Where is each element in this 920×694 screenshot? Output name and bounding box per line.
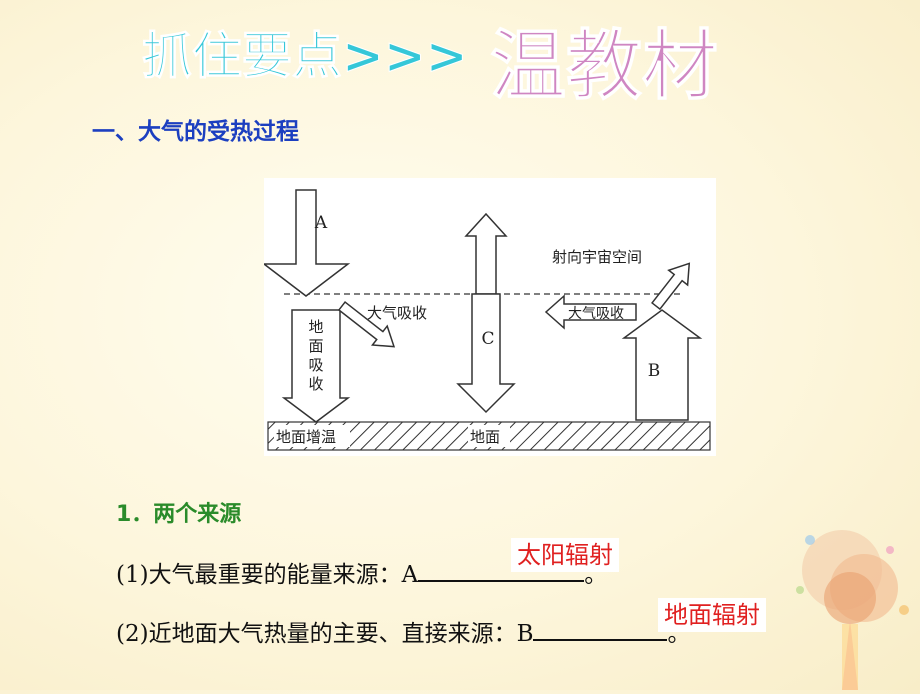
diagram-svg: A 地 面 吸 收 大气吸收 C B 大气吸收 射向宇宙空间 地面增温 地面 bbox=[261, 189, 711, 451]
arrow-C-down bbox=[456, 293, 516, 414]
arrow-atm-absorb-1 bbox=[337, 301, 396, 348]
question-2-blank bbox=[533, 615, 668, 641]
ground-absorb-char-1: 地 bbox=[308, 318, 323, 336]
section-heading: 一、大气的受热过程 bbox=[92, 119, 299, 145]
question-1-answer: 太阳辐射 bbox=[511, 538, 619, 572]
arrow-B bbox=[621, 309, 703, 421]
question-2-text: (2)近地面大气热量的主要、直接来源：B bbox=[116, 621, 534, 647]
subsection-heading: 1．两个来源 bbox=[116, 502, 242, 527]
arrow-ground-absorb bbox=[281, 309, 351, 423]
label-ground-warm: 地面增温 bbox=[276, 428, 336, 446]
title-right: 温教材 bbox=[490, 21, 719, 111]
arrow-C-up bbox=[464, 212, 508, 295]
question-2-answer: 地面辐射 bbox=[658, 598, 766, 632]
arrow-to-space bbox=[651, 262, 691, 311]
label-ground: 地面 bbox=[470, 428, 500, 446]
ground-absorb-char-3: 吸 bbox=[308, 356, 323, 374]
question-1-blank bbox=[418, 556, 585, 582]
atmosphere-heating-diagram: A 地 面 吸 收 大气吸收 C B 大气吸收 射向宇宙空间 地面增温 地面 bbox=[261, 178, 716, 456]
question-1: (1)大气最重要的能量来源：A。 bbox=[116, 555, 607, 589]
label-atm-absorb-2: 大气吸收 bbox=[568, 306, 624, 322]
label-atm-absorb-1: 大气吸收 bbox=[367, 304, 427, 322]
arrow-atm-absorb-2 bbox=[544, 294, 637, 330]
label-A: A bbox=[314, 213, 328, 233]
brain-lightbulb-icon bbox=[780, 520, 920, 690]
question-1-text: (1)大气最重要的能量来源：A bbox=[116, 562, 419, 588]
ground-absorb-char-2: 面 bbox=[308, 337, 323, 355]
question-2: (2)近地面大气热量的主要、直接来源：B。 bbox=[116, 614, 690, 648]
ground-absorb-char-4: 收 bbox=[308, 375, 323, 393]
label-to-space: 射向宇宙空间 bbox=[552, 248, 642, 266]
label-B: B bbox=[648, 361, 661, 381]
title-left: 抓住要点>>> bbox=[142, 27, 469, 86]
label-C: C bbox=[481, 329, 494, 349]
arrow-A bbox=[261, 189, 351, 297]
